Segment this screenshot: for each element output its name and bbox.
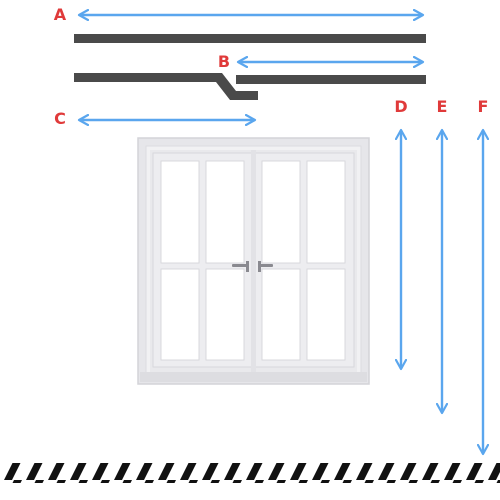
upper-curtain-track: [74, 34, 426, 43]
center-mullion: [251, 150, 256, 372]
right-track-segment: [236, 75, 426, 84]
glass-pane: [261, 160, 301, 264]
window-sill: [140, 372, 367, 382]
glass-pane: [306, 268, 346, 361]
door-handles: [232, 261, 273, 272]
glass-pane: [205, 268, 245, 361]
split-curtain-track: [74, 73, 426, 100]
dimension-label-e: E: [437, 97, 448, 116]
dimension-label-c: C: [54, 109, 66, 128]
dimension-label-b: B: [218, 52, 230, 71]
glass-pane: [261, 268, 301, 361]
dimension-label-d: D: [394, 97, 407, 116]
glass-pane: [160, 268, 200, 361]
left-track-segment: [74, 73, 218, 82]
french-window: [137, 137, 370, 385]
dimension-label-a: A: [54, 5, 67, 24]
floor-hatch: [0, 463, 500, 483]
dimension-label-f: F: [478, 97, 489, 116]
track-step: [216, 73, 258, 100]
glass-pane: [306, 160, 346, 264]
glass-pane: [160, 160, 200, 264]
glass-pane: [205, 160, 245, 264]
